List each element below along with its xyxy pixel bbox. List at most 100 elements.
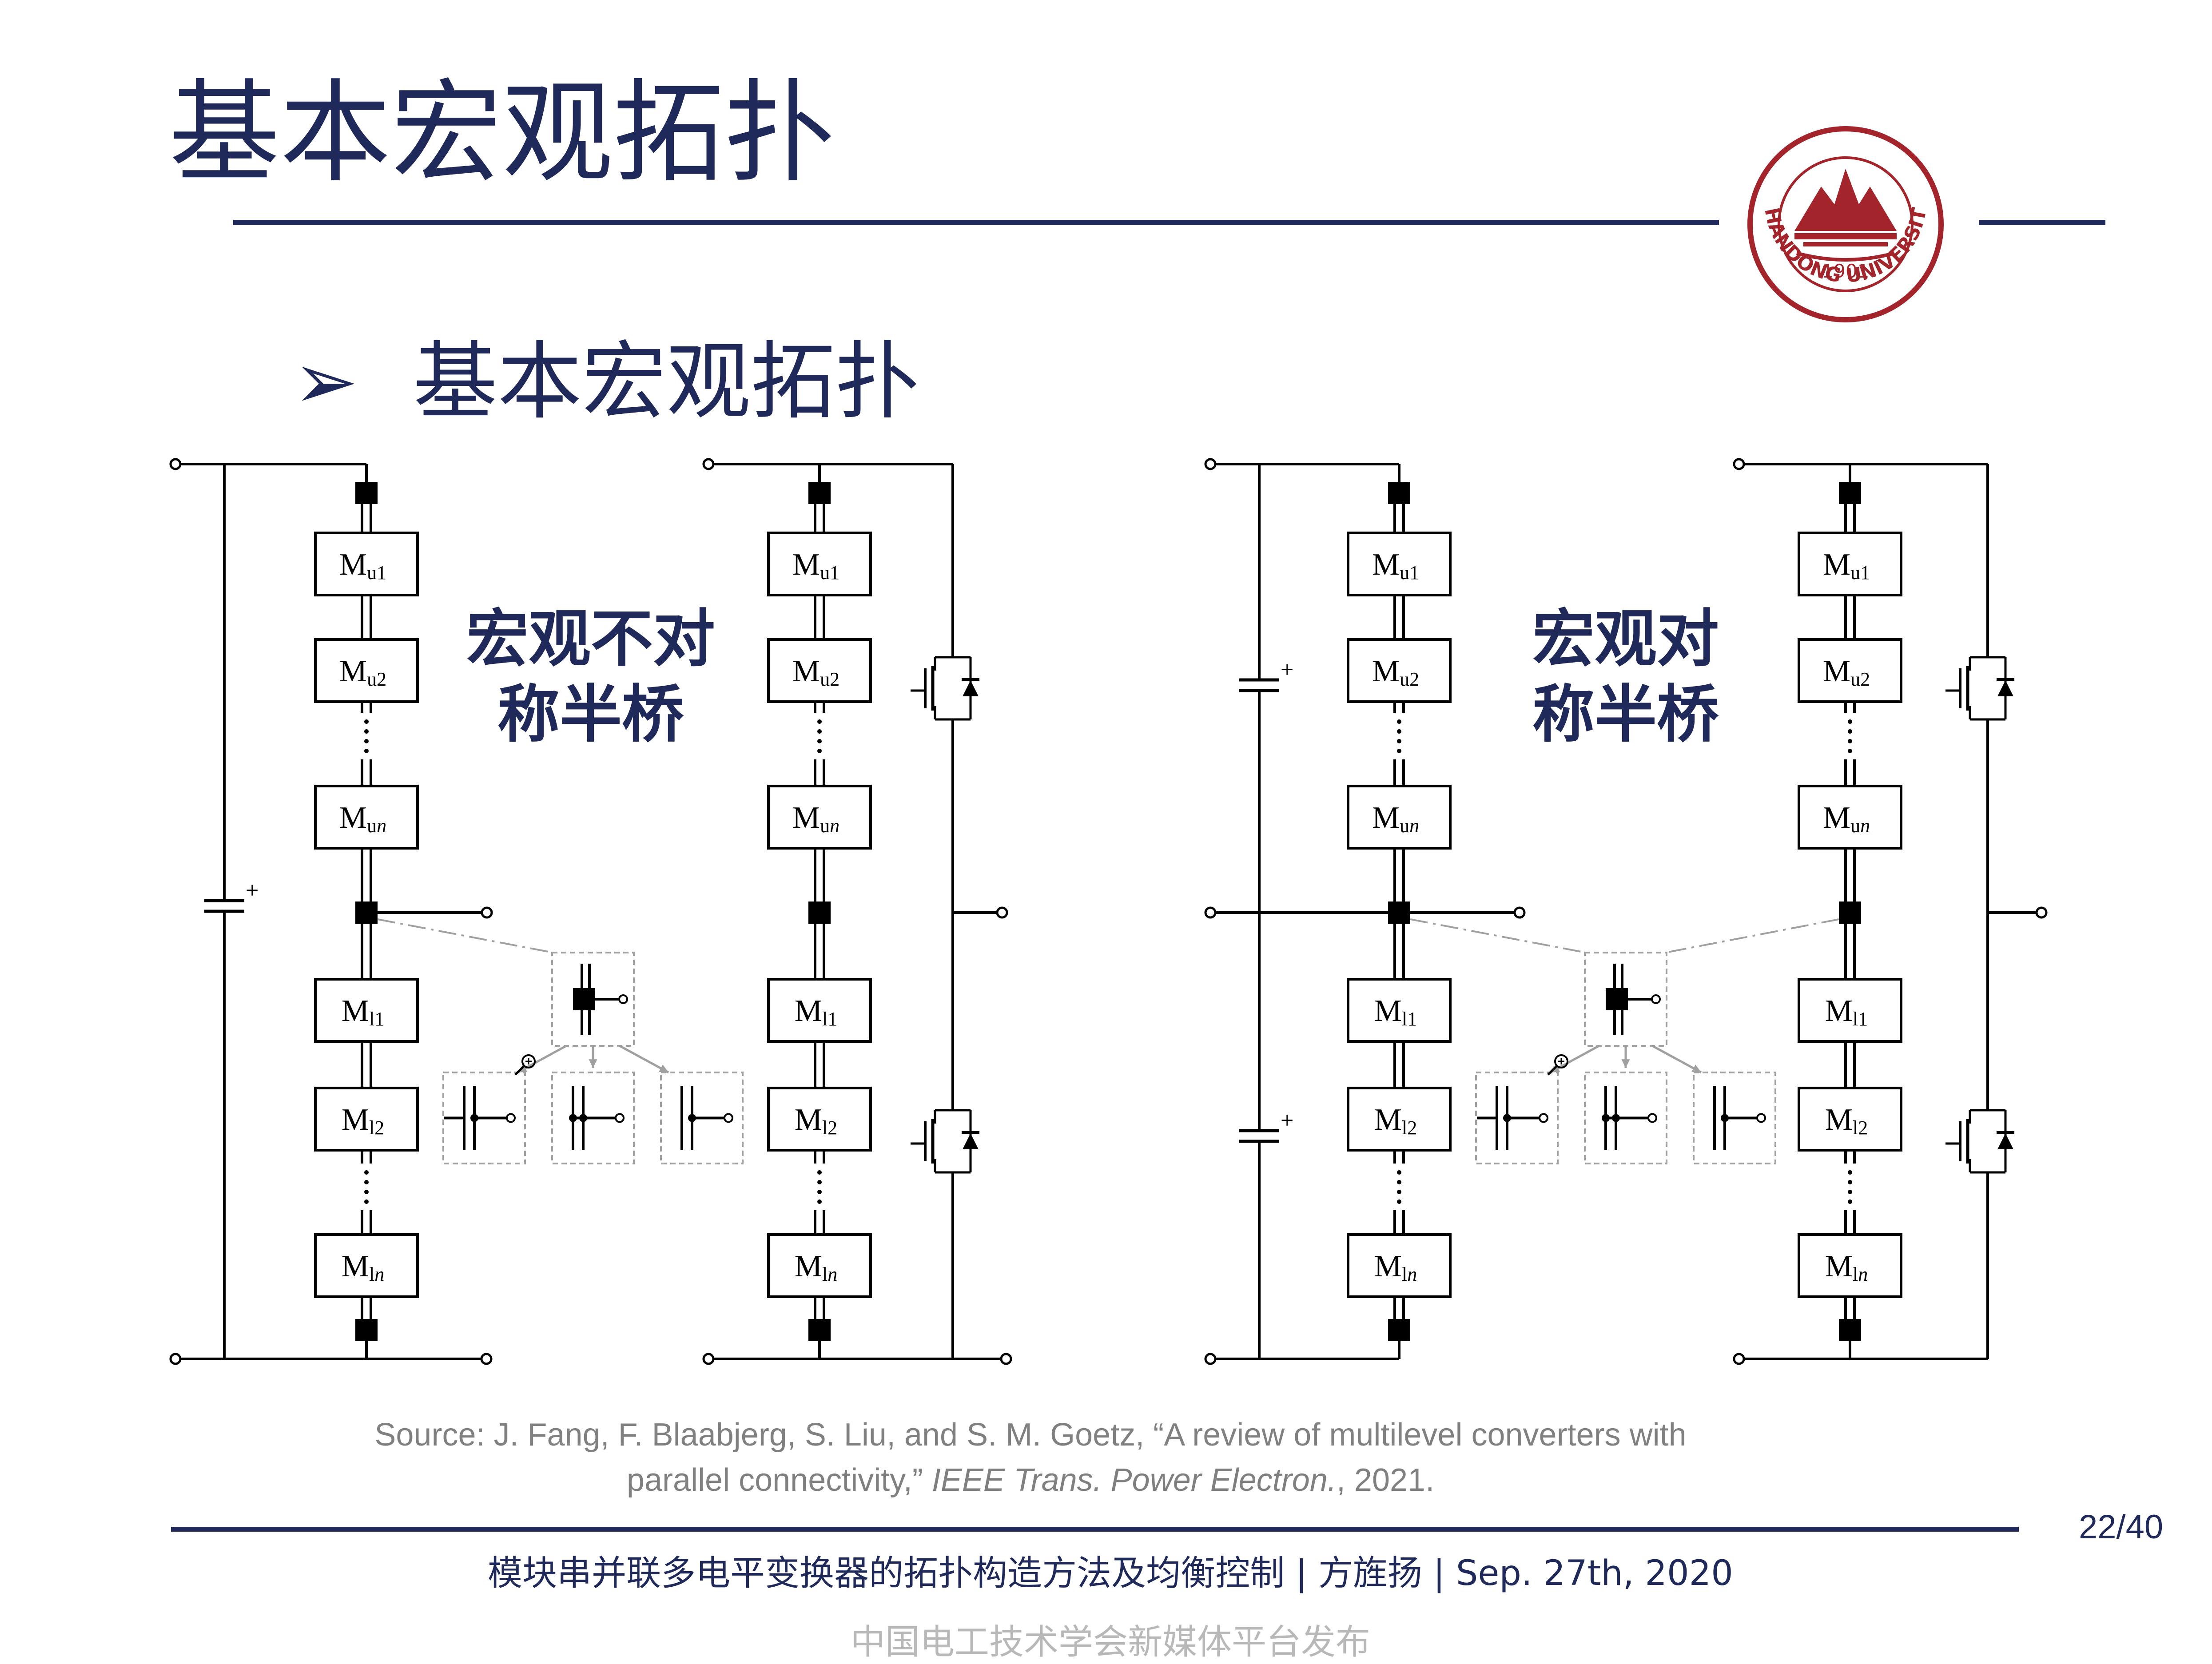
- module-label: Mu1: [1823, 548, 1870, 584]
- module-label: Ml1: [342, 994, 384, 1030]
- module-box: [1798, 1233, 1902, 1298]
- module-box: [314, 1087, 419, 1152]
- module-box: [1347, 1233, 1452, 1298]
- option-terminal: [615, 1113, 625, 1123]
- ellipsis-dot: [1397, 1170, 1401, 1175]
- logo-year: 1901: [1822, 260, 1870, 282]
- mosfet-switch: [911, 656, 979, 721]
- module-label: Ml1: [1825, 994, 1868, 1030]
- option-terminal: [1539, 1113, 1548, 1123]
- module-label: Mu2: [1372, 654, 1419, 690]
- module-label: Mun: [1372, 801, 1419, 837]
- detail-arrowhead: [1621, 1059, 1630, 1068]
- detail-arrowhead: [659, 1064, 668, 1072]
- ellipsis-dot: [1397, 719, 1401, 724]
- ellipsis-dot: [1848, 729, 1852, 734]
- ellipsis-dot: [817, 739, 822, 743]
- hub-terminal: [1651, 994, 1661, 1004]
- module-l1: Ml1: [767, 978, 872, 1043]
- junction-node: [1839, 901, 1861, 924]
- module-label: Mln: [342, 1249, 384, 1285]
- ellipsis-dot: [817, 729, 822, 734]
- ellipsis-dot: [364, 749, 369, 753]
- ellipsis-dot: [1397, 749, 1401, 753]
- zoom-lens: [521, 1054, 536, 1068]
- module-box: [1798, 785, 1902, 850]
- module-box: [1347, 638, 1452, 703]
- junction-node: [1388, 1319, 1410, 1341]
- terminal: [481, 906, 493, 919]
- module-label: Ml1: [795, 994, 837, 1030]
- zoom-in-icon: [1547, 1054, 1568, 1076]
- ellipsis-dot: [1848, 1180, 1852, 1184]
- option-terminal: [1756, 1113, 1766, 1123]
- zoom-handle: [514, 1065, 525, 1076]
- module-box: [1347, 1087, 1452, 1152]
- module-box: [1798, 532, 1902, 596]
- detail-option-box: [1693, 1072, 1776, 1164]
- capacitor: +: [1239, 1108, 1293, 1143]
- callout-asymmetric-line2: 称半桥: [497, 679, 684, 751]
- module-l2: Ml2: [1347, 1087, 1452, 1152]
- terminal: [996, 906, 1008, 919]
- zoom-in-icon: [514, 1054, 536, 1076]
- junction-node: [355, 1319, 378, 1341]
- mosfet-switch: [1945, 1109, 2014, 1174]
- ellipsis-dot: [364, 1190, 369, 1194]
- terminal: [702, 1353, 715, 1365]
- module-ln: Mln: [314, 1233, 419, 1298]
- ellipsis-dot: [1397, 739, 1401, 743]
- option-terminal: [1647, 1113, 1657, 1123]
- ellipsis-dot: [364, 1199, 369, 1204]
- callout-symmetric-line1: 宏观对: [1532, 603, 1719, 675]
- bullet-text: 基本宏观拓扑: [413, 333, 920, 431]
- ellipsis-dot: [1848, 1190, 1852, 1194]
- junction-node: [1839, 1319, 1861, 1341]
- zoom-lens: [1554, 1054, 1568, 1068]
- ellipsis-dot: [817, 1190, 822, 1194]
- detail-option-box: [1584, 1072, 1667, 1164]
- bullet-arrow-icon: ➢: [293, 337, 358, 427]
- module-box: [314, 532, 419, 596]
- module-label: Mu2: [1823, 654, 1870, 690]
- module-box: [767, 1233, 872, 1298]
- module-label: Mu1: [339, 548, 386, 584]
- module-box: [314, 1233, 419, 1298]
- zoom-guide-line: [1410, 918, 1586, 953]
- ellipsis-dot: [817, 1170, 822, 1175]
- terminal: [702, 458, 715, 470]
- callout-symmetric: 宏观对 称半桥: [1506, 602, 1746, 753]
- module-u1: Mu1: [767, 532, 872, 596]
- option-dot: [1602, 1114, 1610, 1122]
- title-rule-left: [233, 220, 1719, 225]
- detail-arrowhead: [589, 1059, 597, 1068]
- mosfet-diode: [1997, 680, 2013, 696]
- detail-arrow: [1549, 1044, 1600, 1074]
- detail-option-box: [660, 1072, 744, 1164]
- capacitor-gap: [1254, 682, 1265, 689]
- terminal: [1513, 906, 1526, 919]
- hub-node: [573, 988, 595, 1010]
- ellipsis-dot: [1397, 1199, 1401, 1204]
- module-box: [1347, 978, 1452, 1043]
- module-box: [767, 532, 872, 596]
- hub-terminal: [618, 994, 628, 1004]
- terminal: [1000, 1353, 1012, 1365]
- ellipsis-dot: [1397, 1180, 1401, 1184]
- module-u2: Mu2: [1798, 638, 1902, 703]
- option-terminal: [506, 1113, 516, 1123]
- ellipsis-dot: [817, 1199, 822, 1204]
- callout-asymmetric-line1: 宏观不对: [466, 603, 715, 675]
- ellipsis-dot: [817, 749, 822, 753]
- module-label: Mu2: [339, 654, 386, 690]
- mosfet-diode: [1997, 1133, 2013, 1149]
- module-box: [314, 785, 419, 850]
- ellipsis-dot: [364, 739, 369, 743]
- ellipsis-dot: [817, 1180, 822, 1184]
- ellipsis-dot: [1848, 1170, 1852, 1175]
- terminal: [1204, 1353, 1217, 1365]
- capacitor: +: [1239, 657, 1293, 692]
- module-label: Ml2: [795, 1103, 837, 1139]
- module-ln: Mln: [767, 1233, 872, 1298]
